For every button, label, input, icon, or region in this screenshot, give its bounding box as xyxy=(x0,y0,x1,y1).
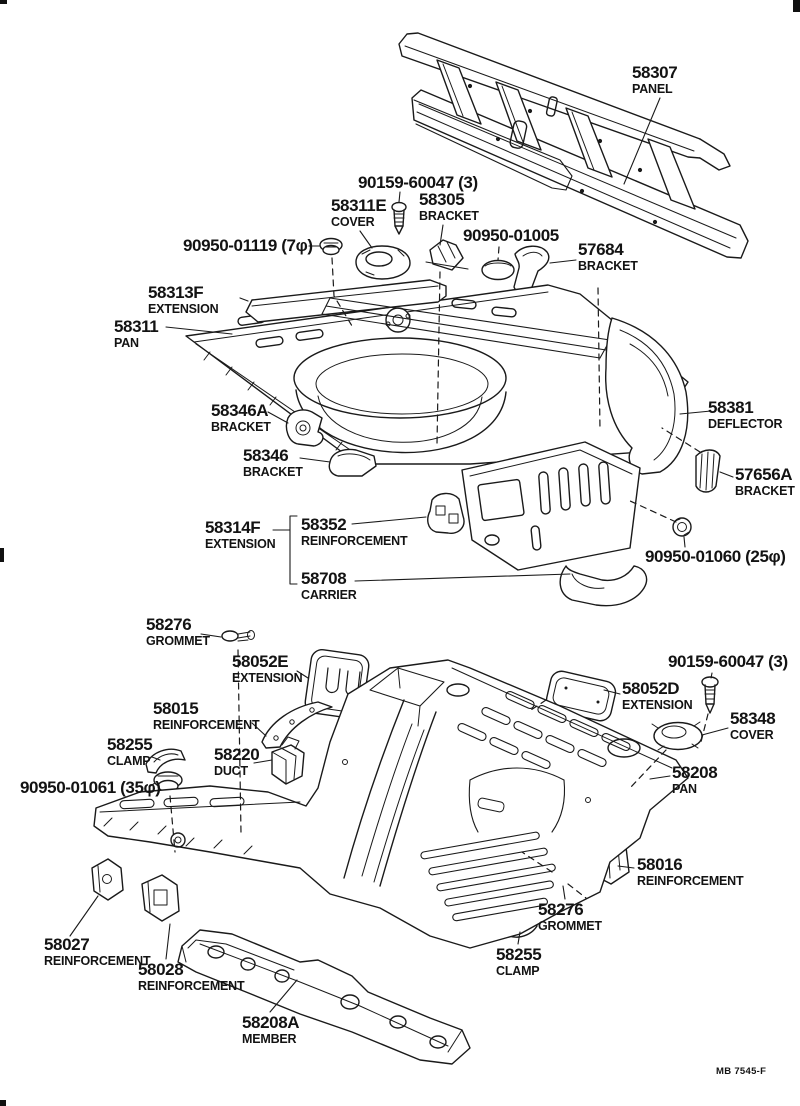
drawing-code: MB 7545-F xyxy=(716,1066,767,1077)
bracket-58346a-part xyxy=(285,409,324,447)
cover-58311e-part xyxy=(355,245,411,280)
screw-icon xyxy=(391,201,407,235)
fasteners-and-small-parts-top xyxy=(319,201,550,295)
leader-lines xyxy=(69,97,734,1013)
duct-58220-part xyxy=(271,736,305,785)
grommet-58276-top-part xyxy=(221,630,255,642)
bracket-58305-part xyxy=(425,239,469,271)
plug-90950-01005-part xyxy=(481,259,515,281)
rear-floor-pan-drawing xyxy=(185,279,721,607)
clamp-58255-top-part xyxy=(145,748,186,774)
assembly-dashed-lines xyxy=(169,246,709,899)
reinforcement-58027-part xyxy=(91,858,124,901)
bracket-58346-part xyxy=(328,448,377,477)
nut-90950-01060-icon xyxy=(672,517,692,537)
grommet-icon-top xyxy=(319,237,343,256)
reinforcement-58028-part xyxy=(141,874,180,922)
carrier-58708-part xyxy=(559,565,648,607)
reinforcement-58015-part xyxy=(261,701,333,749)
bracket-58352-part xyxy=(427,492,465,534)
cover-58348-part xyxy=(651,721,703,751)
panel-58307-drawing xyxy=(398,32,749,259)
screw-icon-bottom xyxy=(701,676,719,714)
cross-member-58208a-drawing xyxy=(177,929,471,1065)
bracket-57656a-part xyxy=(695,449,721,493)
front-floor-pan-drawing xyxy=(93,659,689,949)
